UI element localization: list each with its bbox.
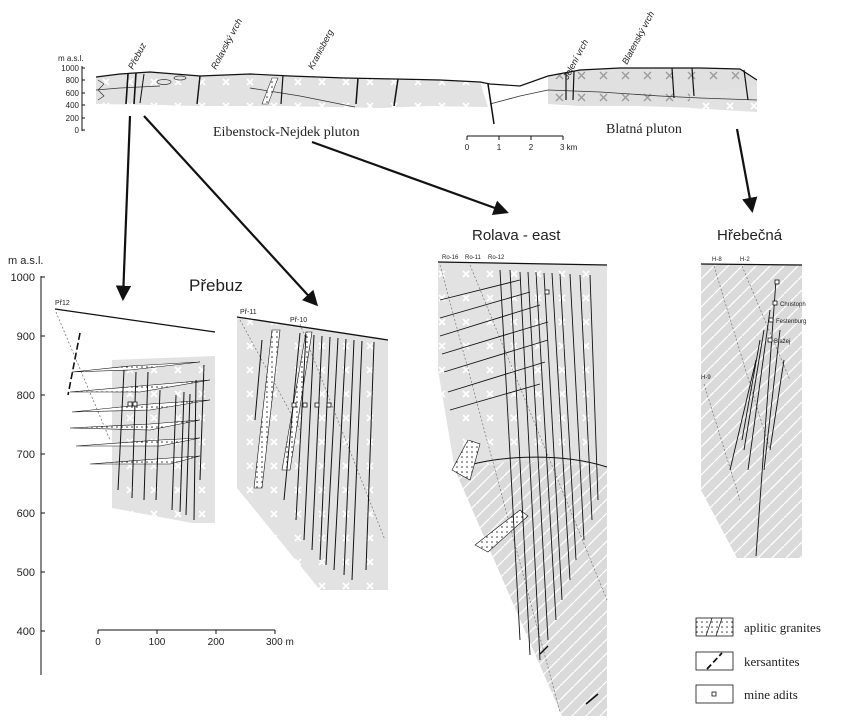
borehole-label: Ro-16 [442, 255, 459, 261]
section-distance-axis: 0 100 200 300 m [95, 629, 294, 648]
legend-item-mine-adits: mine adits [695, 684, 798, 704]
legend-item-kersantites: kersantites [695, 651, 800, 671]
peak-label-prebuz: Přebuz [126, 41, 148, 71]
x-tick-label: 100 [149, 637, 166, 648]
peak-label-kranisberg: Kranisberg [306, 28, 335, 71]
scale-label: 3 km [560, 143, 578, 152]
x-tick-label: 200 [208, 637, 225, 648]
y-tick-label: 400 [17, 626, 35, 638]
km-scale-bar: 0 1 2 3 km [465, 135, 578, 152]
prebuz-section-a: Př12 [54, 300, 216, 523]
y-tick-label: 600 [17, 508, 35, 520]
legend-label: aplitic granites [744, 620, 821, 635]
y-tick-label: 900 [17, 331, 35, 343]
connector-arrows [115, 115, 758, 307]
borehole-label: H-2 [740, 257, 750, 263]
overview-tick-label: 800 [66, 76, 80, 85]
adit-icon [711, 691, 717, 697]
borehole-label: H-9 [701, 375, 711, 381]
borehole-label: Ro-12 [488, 255, 505, 261]
adit-marker [767, 337, 773, 343]
legend-label: kersantites [744, 654, 800, 669]
rolava-section: Ro-16 Ro-11 Ro-12 [437, 255, 608, 716]
section-title-prebuz: Přebuz [189, 276, 243, 295]
scale-label: 2 [529, 143, 534, 152]
overview-tick-label: 200 [66, 114, 80, 123]
pluton-label-blatna: Blatná pluton [606, 122, 682, 137]
borehole-label: Př-11 [240, 309, 257, 316]
section-elevation-axis: m a.s.l. 1000 900 800 700 600 500 400 [8, 255, 45, 675]
peak-label-rolavsky-vrch: Rolavský vrch [209, 17, 244, 71]
hrebecna-section: H-8 H-2 H-9 Christoph Festenburg Blažej [700, 257, 806, 558]
overview-profile: m a.s.l. 1000 800 600 400 200 0 [58, 10, 758, 152]
scale-label: 0 [465, 143, 470, 152]
borehole-label: H-8 [712, 257, 722, 263]
prebuz-section-b: Př-11 Př-10 [236, 309, 389, 590]
adit-marker [768, 317, 774, 323]
borehole-label: Př12 [55, 300, 70, 307]
peak-label-blatensky-vrch: Blatenský vrch [620, 10, 656, 66]
x-tick-label: 300 m [266, 637, 294, 648]
overview-axis-unit: m a.s.l. [58, 54, 84, 63]
overview-elev-ticks: 1000 800 600 400 200 0 [61, 64, 85, 135]
y-tick-label: 1000 [11, 272, 35, 284]
overview-tick-label: 0 [75, 126, 80, 135]
legend: aplitic granites kersantites mine adits [695, 617, 821, 704]
eibenstock-granite-body [96, 72, 488, 108]
pluton-label-eibenstock: Eibenstock-Nejdek pluton [213, 125, 360, 140]
section-title-rolava: Rolava - east [472, 227, 561, 244]
y-tick-label: 500 [17, 567, 35, 579]
section-axis-unit: m a.s.l. [8, 255, 43, 267]
aplitic-swatch [695, 617, 734, 637]
borehole-label: Př-10 [290, 317, 307, 324]
adit-label: Festenburg [776, 319, 806, 325]
legend-label: mine adits [744, 687, 798, 702]
adit-marker [774, 279, 780, 285]
adit-label: Blažej [774, 339, 790, 345]
adit-label: Christoph [780, 302, 806, 308]
legend-item-aplitic: aplitic granites [695, 617, 821, 637]
section-title-hrebecna: Hřebečná [717, 227, 783, 244]
adit-marker [772, 300, 778, 306]
overview-tick-label: 1000 [61, 64, 79, 73]
y-tick-label: 800 [17, 390, 35, 402]
x-tick-label: 0 [95, 637, 101, 648]
overview-tick-label: 600 [66, 89, 80, 98]
y-tick-label: 700 [17, 449, 35, 461]
overview-aplitic-body [261, 77, 279, 105]
scale-label: 1 [497, 143, 502, 152]
borehole-label: Ro-11 [465, 255, 482, 261]
overview-tick-label: 400 [66, 101, 80, 110]
